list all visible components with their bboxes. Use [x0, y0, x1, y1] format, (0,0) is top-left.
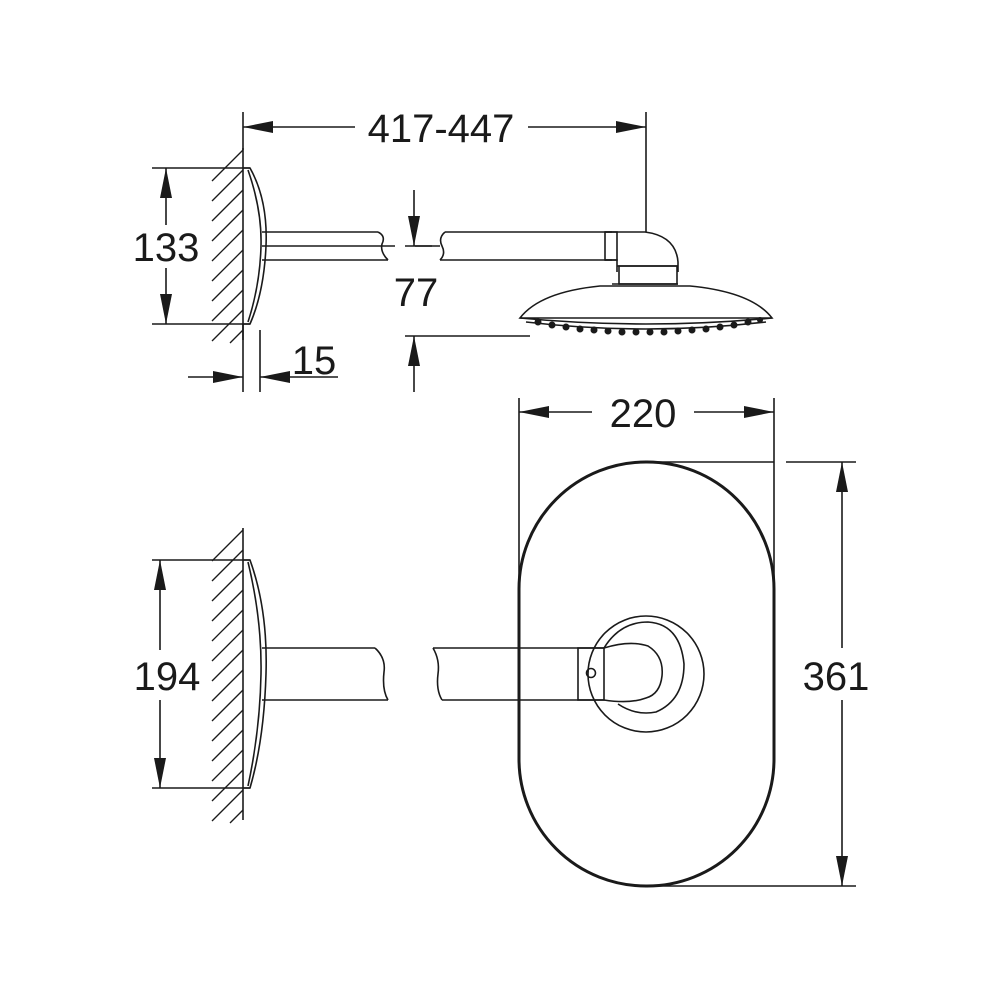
arm-far-front	[432, 642, 664, 703]
arm-far-side	[415, 231, 679, 285]
label-head-width: 220	[610, 392, 677, 436]
dim-plate-height-front: 194	[134, 559, 250, 789]
label-head-drop: 77	[394, 271, 439, 315]
wall-plate-front	[243, 559, 267, 789]
side-view: 417-447 133 77	[133, 107, 774, 392]
dim-arm-length: 417-447	[242, 107, 647, 232]
label-plate-height-front: 194	[134, 655, 201, 699]
front-view: 220 194 361	[134, 392, 870, 888]
wall-hatching-side	[211, 148, 244, 344]
dim-head-length: 361	[786, 461, 870, 886]
dim-plate-depth: 15	[188, 324, 338, 392]
arm-near-front	[262, 647, 389, 701]
shower-head-side	[518, 283, 774, 336]
arm-near-side	[262, 231, 395, 261]
dim-plate-height-side: 133	[133, 167, 250, 325]
nozzles-side	[534, 317, 763, 336]
wall-hatching-front	[211, 528, 244, 824]
label-head-length: 361	[803, 655, 870, 699]
label-arm-length: 417-447	[368, 107, 515, 151]
shower-head-top	[517, 460, 856, 888]
label-plate-depth: 15	[292, 339, 337, 383]
label-plate-height-side: 133	[133, 226, 200, 270]
dim-head-drop: 77	[394, 190, 530, 392]
dim-head-width: 220	[518, 392, 775, 648]
